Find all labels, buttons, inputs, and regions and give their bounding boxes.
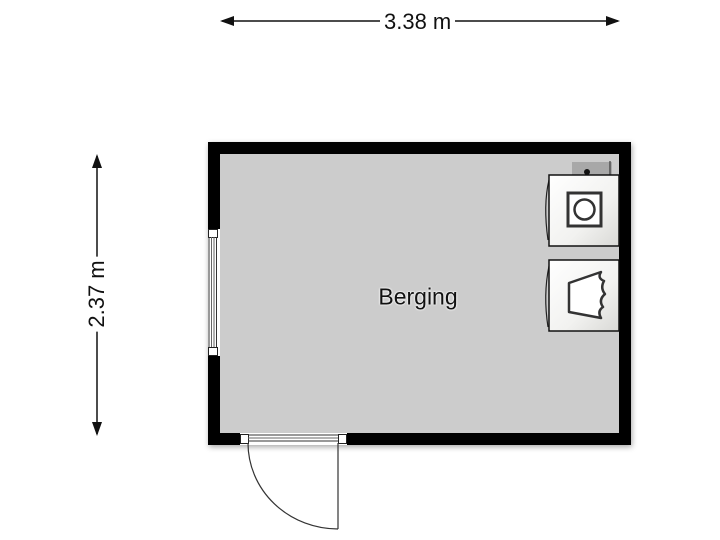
door-bottom[interactable] bbox=[240, 433, 347, 530]
washing-machine-icon bbox=[566, 191, 603, 228]
tumble-dryer-icon bbox=[567, 270, 607, 320]
arrow-right-icon bbox=[606, 16, 620, 26]
room-name-label: Berging bbox=[378, 283, 458, 310]
window-left bbox=[208, 229, 220, 356]
dimension-height-label: 2.37 m bbox=[84, 256, 109, 332]
arrow-up-icon bbox=[92, 154, 102, 168]
arrow-down-icon bbox=[92, 422, 102, 436]
dryer bbox=[545, 259, 620, 332]
door-swing-arc bbox=[247, 442, 339, 530]
washing-machine bbox=[545, 174, 620, 247]
arrow-left-icon bbox=[220, 16, 234, 26]
wall-outlet-icon bbox=[572, 161, 612, 176]
dimension-width-label: 3.38 m bbox=[380, 11, 456, 33]
